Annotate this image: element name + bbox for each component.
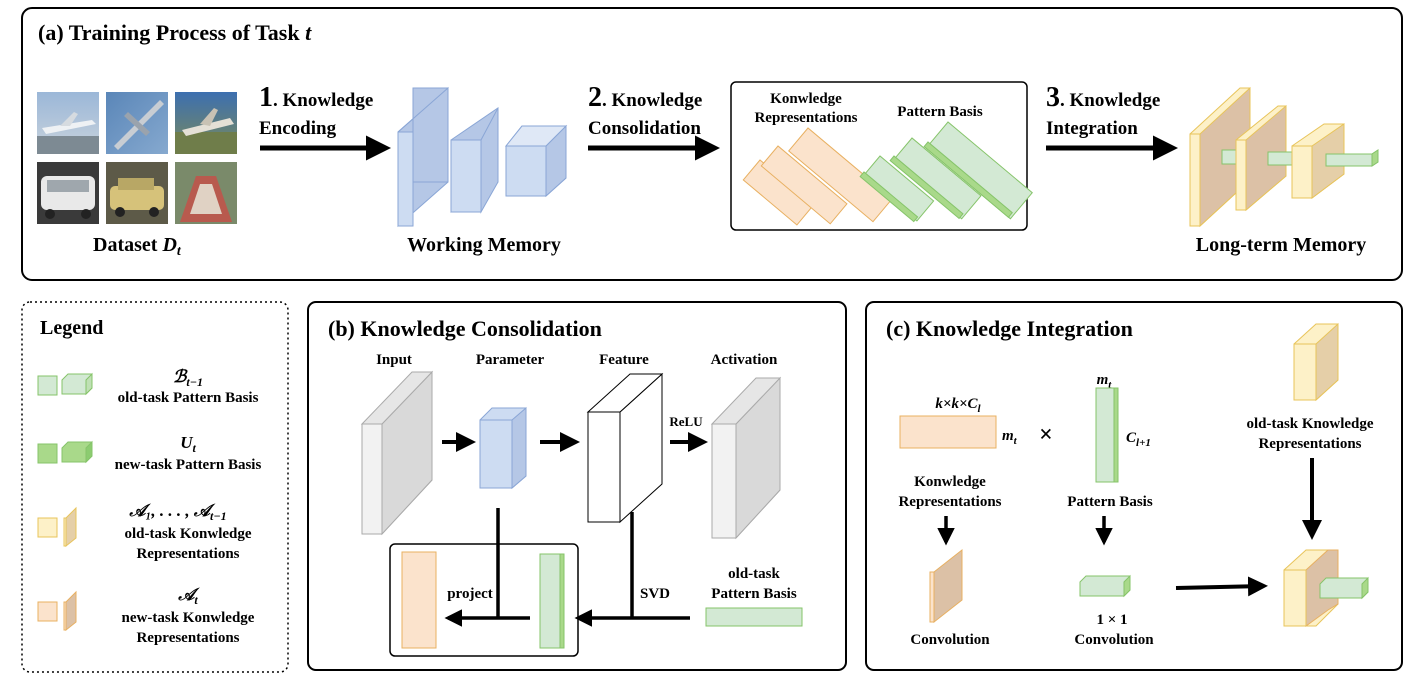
one-by-one-label: 1 × 1	[1096, 612, 1127, 628]
parameter-block	[479, 406, 527, 490]
working-memory-label: Working Memory	[407, 234, 561, 256]
conv-kernel-block	[929, 548, 963, 624]
step1-label-line1: 1. Knowledge	[259, 82, 373, 113]
panel-c-frame	[865, 301, 1403, 671]
label-feature: Feature	[599, 352, 649, 368]
projection-basis	[539, 553, 565, 649]
project-label: project	[447, 586, 493, 602]
old-basis-bar	[705, 607, 803, 627]
box-label-pattern-basis: Pattern Basis	[897, 104, 983, 120]
cl1-label: Cl+1	[1126, 430, 1151, 449]
legend-item-new-kr: 𝒜t new-task Konwledge Representations	[37, 585, 255, 646]
legend-text-3a: old-task Konwledge	[124, 526, 251, 542]
legend-symbol-1: ℬt−1	[173, 367, 203, 389]
old-basis-label-line1: old-task	[728, 566, 780, 582]
legend-symbol-3: 𝒜₁, . . . , 𝒜t−1	[128, 501, 226, 523]
legend-item-old-basis: ℬt−1 old-task Pattern Basis	[37, 367, 259, 406]
knowledge-representation-bars	[742, 127, 893, 226]
step1-label-line2: Encoding	[259, 118, 337, 139]
step3-label-line2: Integration	[1046, 118, 1138, 139]
legend-text-3b: Representations	[136, 546, 239, 562]
arrow-to-result	[1175, 576, 1268, 597]
panel-c: (c) Knowledge Integration k×k×Cl mt × mt…	[865, 301, 1403, 671]
box-label-kr-line2: Representations	[754, 110, 857, 126]
kr-label-line2: Representations	[898, 494, 1001, 510]
activation-block	[710, 376, 782, 540]
projected-representation	[401, 551, 437, 649]
kkc-label: k×k×Cl	[935, 396, 981, 415]
mt-label-2: mt	[1097, 372, 1113, 391]
legend-frame	[21, 301, 289, 673]
label-activation: Activation	[711, 352, 778, 368]
projection-box	[389, 543, 579, 657]
mt-label-1: mt	[1002, 428, 1018, 447]
feature-block	[586, 372, 664, 524]
svd-label: SVD	[640, 586, 670, 602]
kr-matrix	[899, 415, 997, 449]
step2-label-line1: 2. Knowledge	[588, 82, 702, 113]
label-input: Input	[376, 352, 412, 368]
panel-c-title: (c) Knowledge Integration	[886, 316, 1133, 341]
panel-b: (b) Knowledge Consolidation Input Parame…	[307, 301, 847, 671]
dataset-label: Dataset Dt	[93, 234, 182, 259]
old-basis-label-line2: Pattern Basis	[711, 586, 797, 602]
image-decorated-car	[175, 162, 237, 224]
one-by-one-block	[1079, 574, 1131, 598]
old-kr-label-line2: Representations	[1258, 436, 1361, 452]
long-term-memory-blocks	[1189, 86, 1379, 228]
conv1-label: Convolution	[910, 632, 990, 648]
pb-label: Pattern Basis	[1067, 494, 1153, 510]
long-term-memory-label: Long-term Memory	[1196, 234, 1367, 256]
step3-label-line1: 3. Knowledge	[1046, 82, 1160, 113]
step2-label-line2: Consolidation	[588, 118, 701, 139]
relu-label: ReLU	[669, 414, 703, 429]
image-airliner	[37, 92, 99, 154]
box-label-kr-line1: Konwledge	[770, 91, 842, 107]
label-parameter: Parameter	[476, 352, 545, 368]
legend-text-2: new-task Pattern Basis	[115, 457, 262, 473]
image-plane-ground	[175, 92, 237, 154]
image-yellow-car	[106, 162, 168, 224]
legend-title: Legend	[40, 317, 103, 339]
working-memory-blocks	[397, 86, 568, 228]
old-kr-block	[1293, 322, 1339, 402]
kr-label-line1: Konwledge	[914, 474, 986, 490]
image-white-car	[37, 162, 99, 224]
legend-item-old-kr: 𝒜₁, . . . , 𝒜t−1 old-task Konwledge Repr…	[37, 501, 252, 562]
image-jet	[106, 92, 168, 154]
dataset-images	[37, 92, 237, 224]
pattern-basis-column	[1095, 387, 1119, 483]
legend-panel: Legend ℬt−1 old-task Pattern Basis Ut ne…	[21, 301, 289, 673]
input-block	[360, 370, 434, 536]
legend-text-1: old-task Pattern Basis	[118, 390, 259, 406]
times-symbol: ×	[1039, 422, 1053, 448]
panel-b-title: (b) Knowledge Consolidation	[328, 316, 602, 341]
legend-symbol-2: Ut	[180, 433, 196, 455]
pattern-basis-bars	[859, 121, 1033, 223]
panel-a: (a) Training Process of Task t	[21, 7, 1403, 281]
conv2-label: Convolution	[1074, 632, 1154, 648]
legend-text-4b: Representations	[136, 630, 239, 646]
old-kr-label-line1: old-task Knowledge	[1246, 416, 1373, 432]
integrated-block	[1283, 549, 1369, 627]
legend-item-new-basis: Ut new-task Pattern Basis	[37, 433, 262, 473]
panel-a-title: (a) Training Process of Task t	[38, 20, 312, 45]
legend-text-4a: new-task Konwledge	[122, 610, 255, 626]
